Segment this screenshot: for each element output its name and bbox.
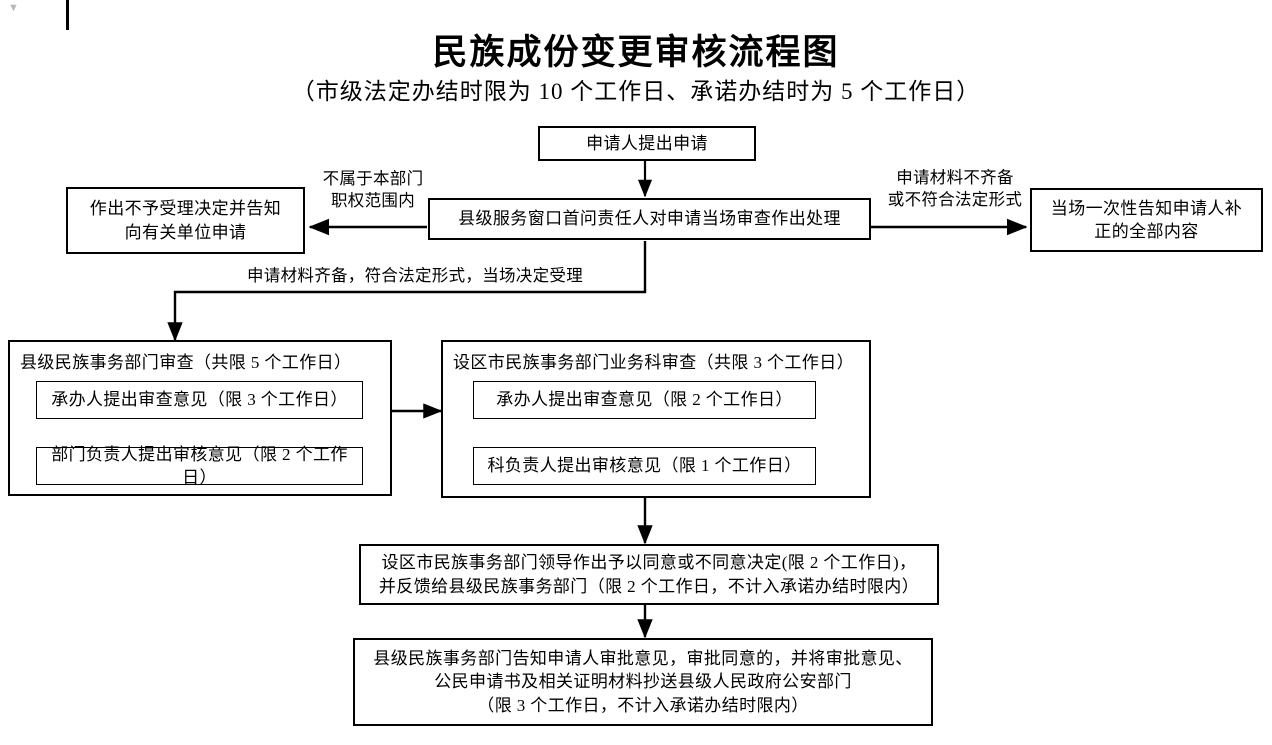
node-city-leader-decision: 设区市民族事务部门领导作出予以同意或不同意决定(限 2 个工作日)， 并反馈给县… xyxy=(359,544,939,605)
node-county-handler-opinion: 承办人提出审查意见（限 3 个工作日） xyxy=(36,381,363,419)
edge-label-not-in-scope: 不属于本部门 职权范围内 xyxy=(322,169,424,211)
node-reject-and-notify: 作出不予受理决定并告知 向有关单位申请 xyxy=(66,187,305,254)
node-city-section-head-opinion: 科负责人提出审核意见（限 1 个工作日） xyxy=(473,447,816,485)
node-onetime-supplement-notice: 当场一次性告知申请人补 正的全部内容 xyxy=(1030,188,1263,252)
node-county-notify-applicant: 县级民族事务部门告知申请人审批意见，审批同意的，并将审批意见、 公民申请书及相关… xyxy=(353,638,933,726)
edge-label-incomplete-materials: 申请材料不齐备 或不符合法定形式 xyxy=(887,168,1023,210)
node-window-first-responsible-review: 县级服务窗口首问责任人对申请当场审查作出处理 xyxy=(428,198,871,240)
edge-label-accepted-onsite: 申请材料齐备，符合法定形式，当场决定受理 xyxy=(247,266,583,285)
node-county-head-opinion: 部门负责人提出审核意见（限 2 个工作日） xyxy=(36,445,363,487)
group-city-title: 设区市民族事务部门业务科审查（共限 3 个工作日） xyxy=(453,353,854,372)
page-edge-bar xyxy=(66,0,69,30)
group-county-title: 县级民族事务部门审查（共限 5 个工作日） xyxy=(20,353,352,372)
corner-artifact-icon: ▼ xyxy=(8,2,19,14)
node-city-handler-opinion: 承办人提出审查意见（限 2 个工作日） xyxy=(473,381,816,419)
node-applicant-submits: 申请人提出申请 xyxy=(538,126,756,161)
page-title: 民族成份变更审核流程图 xyxy=(432,33,840,72)
page-subtitle: （市级法定办结时限为 10 个工作日、承诺办结时为 5 个工作日） xyxy=(291,79,981,104)
